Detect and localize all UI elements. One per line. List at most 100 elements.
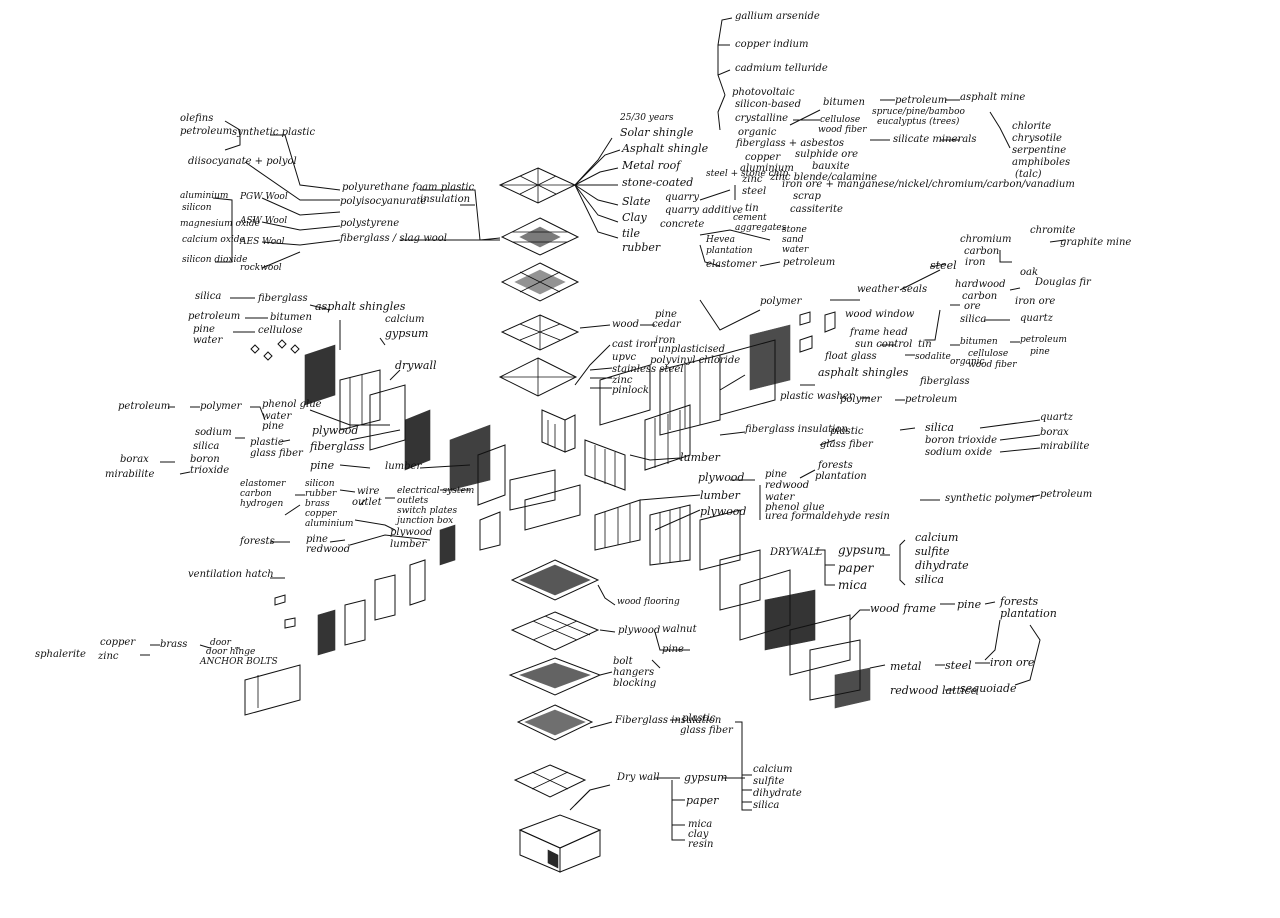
label: forests: [818, 460, 853, 471]
label: switch plates: [397, 506, 458, 516]
label: door hinge: [206, 647, 256, 657]
label: chromium: [960, 234, 1012, 245]
label: Douglas fir: [1035, 277, 1091, 288]
label: water: [765, 492, 795, 503]
label: petroleum: [783, 257, 836, 268]
label: calcium oxide: [182, 235, 245, 245]
label: plywood: [698, 471, 745, 484]
label: quartz: [1020, 313, 1053, 324]
label: pine: [193, 324, 215, 335]
wall-sketch-left: [244, 344, 581, 716]
label: tin: [918, 339, 932, 350]
label: gypsum: [838, 543, 886, 557]
label: resin: [688, 839, 714, 850]
label: blocking: [613, 678, 657, 689]
label: pine: [765, 469, 787, 480]
label: copper: [305, 509, 337, 519]
label: gallium arsenide: [735, 11, 820, 22]
label: cast iron: [612, 339, 657, 350]
label: boron trioxide: [925, 435, 998, 446]
label: Asphalt shingle: [622, 142, 709, 155]
label: organic: [950, 357, 985, 367]
label: upvc: [612, 352, 637, 363]
label: petroleum: [118, 401, 171, 412]
label: crystalline: [735, 113, 789, 124]
label: urea formaldehyde resin: [765, 511, 890, 522]
label: sulphide ore: [795, 149, 859, 160]
label: boron: [190, 454, 220, 465]
label: sodium oxide: [925, 447, 993, 458]
roof-pyramid-1: [498, 167, 577, 204]
label: polystyrene: [340, 218, 400, 229]
label: weather seals: [857, 284, 928, 295]
label: photovoltaic: [732, 87, 795, 98]
label: carbon: [240, 489, 272, 499]
label: polymer: [200, 401, 242, 412]
label: sand: [782, 235, 804, 245]
label: copper: [100, 637, 136, 648]
label: electrical system: [397, 486, 475, 496]
label: ore: [964, 301, 981, 312]
foundation-box: [518, 814, 602, 873]
label: polyisocyanurate: [340, 196, 427, 207]
label: dihydrate: [753, 788, 802, 799]
label: cellulose: [968, 349, 1009, 359]
label: iron ore + manganese/nickel/chromium/car…: [782, 179, 1075, 190]
label: fiberglass: [310, 440, 365, 453]
label: wood fiber: [968, 360, 1017, 370]
label: calcium: [753, 764, 793, 775]
label: petroleum: [188, 311, 241, 322]
label: aluminium: [305, 519, 354, 529]
label: silica: [960, 314, 987, 325]
label: 25/30 years: [620, 113, 674, 123]
label: amphiboles: [1012, 157, 1071, 168]
label: bitumen: [960, 337, 998, 347]
label: rubber: [622, 241, 661, 254]
label: paper: [686, 794, 719, 807]
label: silica: [925, 421, 954, 434]
label: pine: [310, 459, 335, 472]
label: polyurethane foam plastic: [342, 182, 475, 193]
label: steel: [930, 259, 957, 272]
label: drywall: [395, 359, 437, 372]
label: dihydrate: [915, 559, 969, 572]
label: rubber: [305, 489, 337, 499]
label: cellulose: [820, 115, 861, 125]
label: carbon: [962, 291, 998, 302]
label: float glass: [825, 351, 877, 362]
label: fiberglass: [920, 376, 970, 387]
label: mirabilite: [105, 469, 155, 480]
label: gypsum: [385, 327, 429, 340]
label: glass fiber: [680, 725, 733, 736]
label: iron ore: [1015, 296, 1056, 307]
label: door: [210, 638, 231, 648]
label: polyvinyl chloride: [650, 355, 741, 366]
label: steel: [742, 186, 767, 197]
label: chrysotile: [1012, 133, 1062, 144]
label: sequoiade: [960, 682, 1017, 695]
label: cement: [733, 213, 767, 223]
label: (talc): [1015, 169, 1042, 180]
floor-deck-4: [516, 704, 594, 741]
label: phenol glue: [765, 502, 825, 513]
label: plywood: [312, 424, 359, 437]
label: mirabilite: [1040, 441, 1090, 452]
label: serpentine: [1012, 145, 1067, 156]
label: wood window: [845, 309, 915, 320]
label: sun control: [855, 339, 913, 350]
label: quartz: [1040, 412, 1073, 423]
label: organic: [738, 127, 777, 138]
label: pine: [1030, 347, 1050, 357]
label: mica: [838, 578, 868, 592]
label: lumber: [680, 451, 720, 464]
label: silica: [193, 441, 220, 452]
label: silicon-based: [735, 99, 801, 110]
label: eucalyptus (trees): [877, 117, 960, 127]
label: iron: [965, 257, 986, 268]
label: walnut: [662, 624, 697, 635]
label: insulation: [420, 194, 471, 205]
label: cedar: [652, 319, 681, 330]
label: wood: [612, 319, 640, 330]
label: brass: [160, 639, 188, 650]
